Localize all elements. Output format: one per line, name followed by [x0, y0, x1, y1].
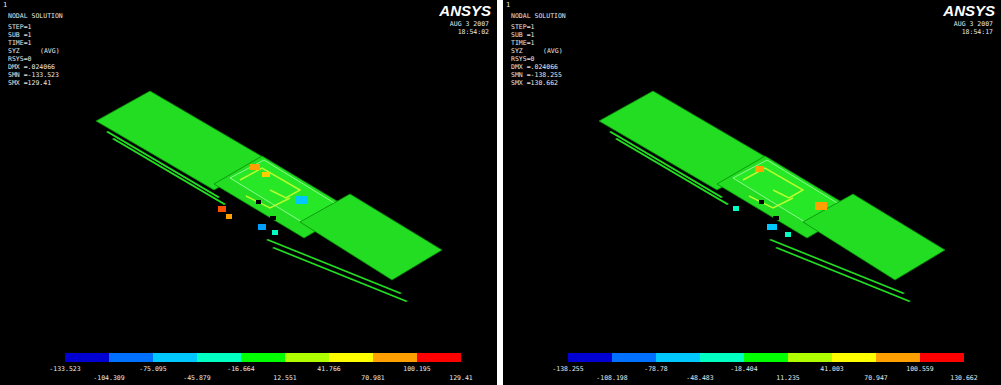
logo-text: ANSYS	[943, 3, 995, 18]
legend-value: -104.309	[93, 375, 124, 382]
header-text: NODAL SOLUTION	[8, 13, 63, 20]
header-text: DMX =.024066	[511, 64, 558, 71]
legend-value: 70.947	[864, 375, 887, 382]
header-text: SUB =1	[8, 32, 31, 39]
header-text: 1	[3, 2, 7, 9]
legend-value: 129.41	[449, 375, 472, 382]
header-text: 1	[506, 2, 510, 9]
header-text: TIME=1	[8, 40, 31, 47]
legend-value: -78.78	[644, 366, 667, 373]
logo-text: ANSYS	[439, 3, 491, 18]
legend-value: -48.483	[686, 375, 713, 382]
header-text: (AVG)	[543, 48, 563, 55]
legend-value: 41.003	[820, 366, 843, 373]
plot-panel: 1NODAL SOLUTION STEP=1SUB =1TIME=1SYZ (AVG…	[0, 0, 497, 385]
legend-value: 100.195	[403, 366, 430, 373]
legend-value: -108.198	[596, 375, 627, 382]
legend-value: 100.559	[906, 366, 933, 373]
plot-panel: 1NODAL SOLUTION STEP=1SUB =1TIME=1SYZ (AVG…	[503, 0, 1001, 385]
legend-value: -18.404	[730, 366, 757, 373]
header-text: SYZ	[8, 48, 20, 55]
legend-value: 70.981	[361, 375, 384, 382]
header-text: (AVG)	[40, 48, 60, 55]
legend-value: -45.879	[183, 375, 210, 382]
plot-left	[0, 0, 497, 385]
header-text: DMX =.024066	[8, 64, 55, 71]
legend-value: 12.551	[273, 375, 296, 382]
legend-value: 41.766	[317, 366, 340, 373]
header-text: SMX =129.41	[8, 80, 51, 87]
legend-value: -138.255	[552, 366, 583, 373]
header-text: STEP=1	[511, 24, 534, 31]
plot-right	[503, 0, 1001, 385]
legend-value: 11.235	[776, 375, 799, 382]
header-text: AUG 3 2007	[450, 21, 489, 28]
header-text: SMX =130.662	[511, 80, 558, 87]
header-text: SMN =-133.523	[8, 72, 59, 79]
legend-value: -133.523	[49, 366, 80, 373]
header-text: SUB =1	[511, 32, 534, 39]
header-text: RSYS=0	[8, 56, 31, 63]
header-text: 18:54:02	[458, 29, 489, 36]
header-text: STEP=1	[8, 24, 31, 31]
legend-value: -16.664	[227, 366, 254, 373]
header-text: NODAL SOLUTION	[511, 13, 566, 20]
header-text: SYZ	[511, 48, 523, 55]
legend-value: 130.662	[950, 375, 977, 382]
header-text: SMN =-138.255	[511, 72, 562, 79]
header-text: TIME=1	[511, 40, 534, 47]
header-text: 18:54:17	[962, 29, 993, 36]
legend-value: -75.095	[139, 366, 166, 373]
header-text: RSYS=0	[511, 56, 534, 63]
header-text: AUG 3 2007	[954, 21, 993, 28]
